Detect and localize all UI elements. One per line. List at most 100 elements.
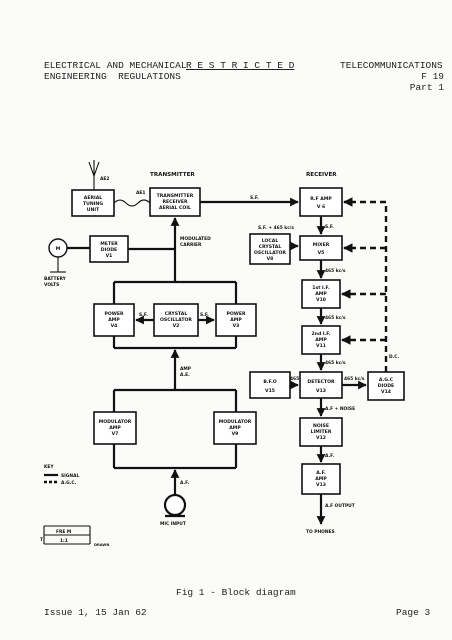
transmitter-section-label: TRANSMITTER: [150, 172, 195, 178]
block-label: 2nd I.F.: [311, 331, 330, 337]
block-meter-diode: [89, 235, 129, 263]
block-label: R.F AMP: [310, 196, 332, 202]
block-label: V9: [232, 431, 239, 437]
block-label: CRYSTAL: [259, 244, 282, 250]
label-dc: D.C.: [389, 354, 400, 360]
label-af-rx: A.F.: [325, 453, 335, 459]
label-modulated: MODULATED: [180, 236, 211, 242]
block-if1-v10: [301, 279, 341, 309]
block-label: LOCAL: [262, 238, 279, 244]
block-label: A.G.C: [379, 377, 394, 383]
label-battery-2: VOLTS: [44, 282, 59, 288]
block-noise-limiter-v12: [299, 417, 343, 447]
header-left-line2: ENGINEERING REGULATIONS: [44, 71, 181, 82]
block-mixer-v5: [299, 235, 343, 261]
label-ae: A.E.: [180, 372, 190, 378]
block-label: UNIT: [87, 207, 100, 213]
block-local-oscillator-v8: [249, 233, 291, 265]
header-right-line1: TELECOMMUNICATIONS: [340, 60, 443, 71]
block-label: MODULATOR: [99, 419, 132, 425]
microphone-icon: [163, 493, 187, 517]
key-title: KEY: [44, 464, 54, 470]
block-label: V 6: [317, 204, 325, 210]
block-label: DIODE: [101, 247, 117, 253]
block-label: AMP: [108, 317, 120, 323]
label-465-a: 465 kc/s: [325, 268, 346, 274]
block-label: DETECTOR: [307, 379, 335, 385]
label-sf-rx: S.F.: [325, 224, 334, 230]
block-aerial-tuning-unit: [71, 189, 115, 217]
ref-box-text-3: T: [40, 537, 43, 543]
block-label: V2: [173, 323, 180, 329]
footer-page: Page 3: [396, 607, 431, 618]
drawing-reference-box: [43, 525, 91, 545]
label-sf-top: S.F.: [250, 195, 259, 201]
block-label: V12: [316, 435, 326, 441]
footer-issue: Issue 1, 15 Jan 62: [44, 607, 147, 618]
label-af-output: A.F OUTPUT: [325, 503, 355, 509]
label-465-c: 465 kc/s: [325, 360, 346, 366]
label-465-b: 465 kc/s: [325, 315, 346, 321]
key-agc-label: A.G.C.: [61, 480, 77, 486]
block-label: MODULATOR: [219, 419, 252, 425]
key-signal-label: SIGNAL: [61, 473, 79, 479]
block-label: POWER: [226, 311, 245, 317]
header-restricted: R E S T R I C T E D: [186, 60, 295, 71]
block-label: MIXER: [313, 242, 330, 248]
label-to-phones: TO PHONES: [306, 529, 335, 535]
label-ae2: AE2: [100, 176, 109, 182]
label-amp: AMP: [180, 366, 192, 372]
block-label: AMP: [315, 476, 327, 482]
label-af-noise: A.F + NOISE: [325, 406, 355, 412]
ref-box-text-4: DRAWN: [94, 543, 109, 547]
label-meter-m: M: [56, 246, 61, 252]
label-ae1: AE1: [136, 190, 145, 196]
block-label: RECEIVER: [162, 199, 188, 205]
block-label: AERIAL COIL: [159, 205, 191, 211]
label-sf-right: S.F.: [200, 312, 209, 318]
header-left-line1: ELECTRICAL AND MECHANICAL: [44, 60, 187, 71]
label-af-mic: A.F.: [180, 480, 190, 486]
block-label: V14: [381, 389, 391, 395]
block-label: TRANSMITTER: [157, 193, 194, 199]
block-label: AMP: [315, 337, 327, 343]
block-label: CRYSTAL: [165, 311, 188, 317]
block-label: AMP: [229, 425, 241, 431]
label-battery-1: BATTERY: [44, 276, 67, 282]
label-carrier: CARRIER: [180, 242, 202, 248]
block-label: METER: [100, 241, 118, 247]
block-detector-v13: [299, 371, 343, 399]
block-rf-amp-v6: [299, 187, 343, 217]
ae1-link: [113, 199, 151, 207]
block-label: POWER: [104, 311, 123, 317]
block-label: OSCILLATOR: [254, 250, 286, 256]
label-mic-input: MIC INPUT: [160, 521, 186, 527]
ref-box-text-2: 1:1: [60, 538, 68, 544]
block-label: V7: [112, 431, 119, 437]
block-label: 1st I.F.: [312, 285, 330, 291]
block-af-amp-v13: [301, 463, 341, 495]
block-label: V5: [318, 250, 325, 256]
block-label: V13: [316, 482, 326, 488]
receiver-section-label: RECEIVER: [306, 172, 337, 178]
header-right-line2: F 19: [421, 71, 444, 82]
block-label: AMP: [315, 291, 327, 297]
block-label: LIMITER: [311, 429, 332, 435]
block-if2-v11: [301, 325, 341, 355]
aerial-icon: [88, 160, 100, 190]
block-bfo-v15: [249, 371, 291, 399]
block-label: A.F.: [316, 470, 326, 476]
label-sf-465: S.F. + 465 kc/s: [258, 225, 294, 231]
label-465-e: 465 kc/s: [344, 376, 365, 382]
block-label: V8: [267, 256, 274, 262]
block-label: AMP: [230, 317, 242, 323]
block-label: DIODE: [378, 383, 394, 389]
block-label: OSCILLATOR: [160, 317, 192, 323]
block-label: V11: [316, 343, 326, 349]
block-label: V15: [265, 388, 275, 394]
block-label: AERIAL: [84, 195, 102, 201]
block-label: V1: [106, 253, 113, 259]
block-label: V4: [111, 323, 118, 329]
block-label: B.F.O: [263, 379, 276, 385]
